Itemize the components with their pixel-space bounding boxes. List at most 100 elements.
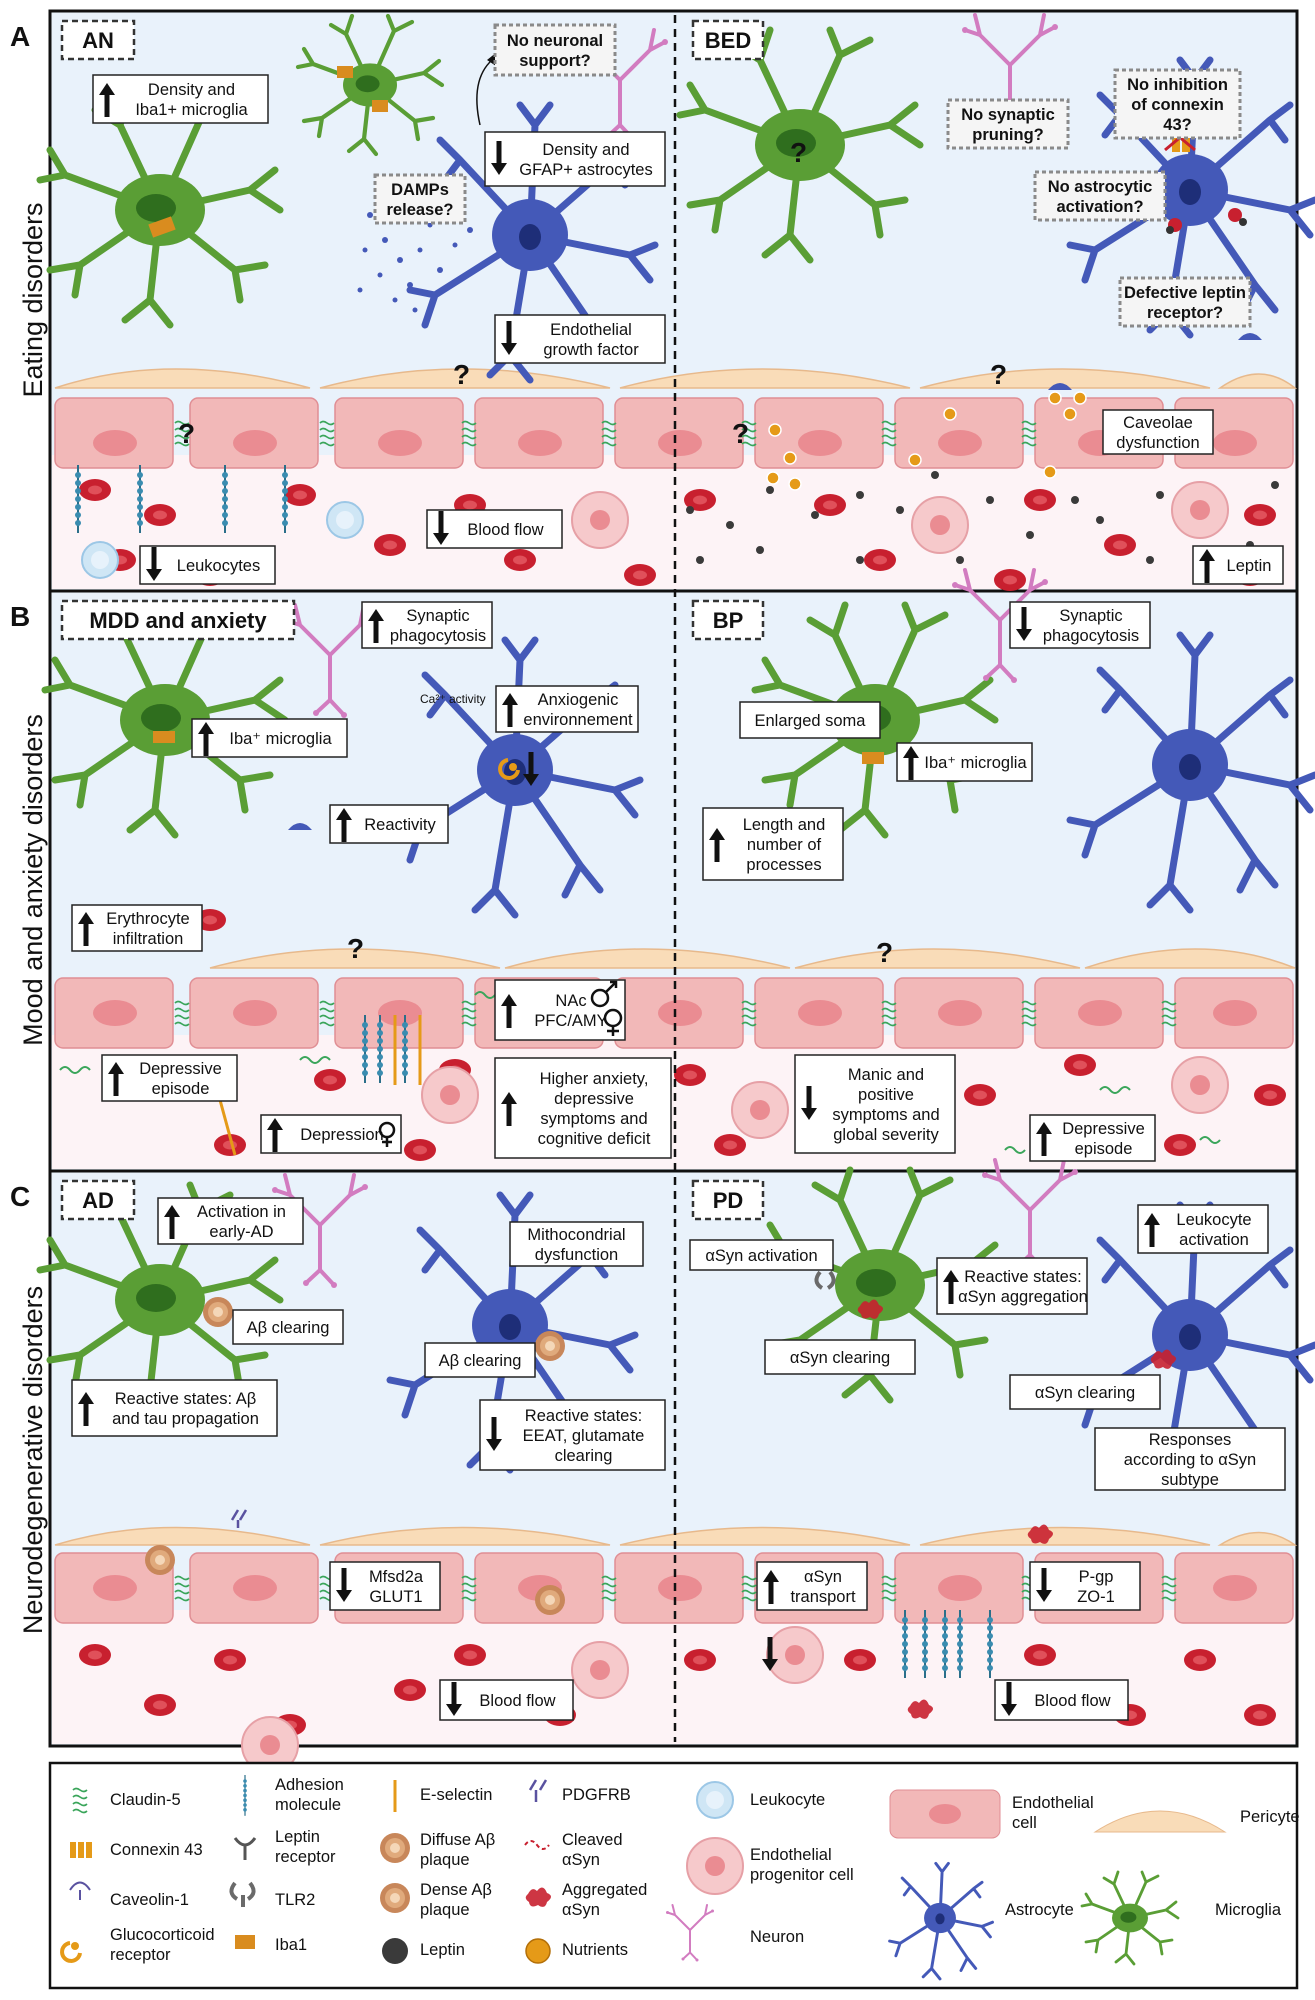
svg-text:Blood flow: Blood flow xyxy=(467,521,543,539)
svg-text:NAc: NAc xyxy=(555,992,586,1010)
svg-text:Depressive: Depressive xyxy=(1062,1120,1145,1138)
svg-text:Leptin: Leptin xyxy=(1227,557,1272,575)
unknown-markers: ? ? ? ? ? ? ? xyxy=(178,137,1007,968)
panel-side-label: Neurodegenerative disorders xyxy=(18,1286,48,1634)
claudin-5-legend-label: Claudin-5 xyxy=(110,1791,181,1809)
diffuse-abeta-plaque-legend-label: Diffuse Aβ xyxy=(420,1831,495,1849)
glucocorticoid-receptor-legend-label: receptor xyxy=(110,1946,171,1964)
svg-text:Synaptic: Synaptic xyxy=(406,607,469,625)
svg-text:number of: number of xyxy=(747,836,822,854)
pericyte-legend-label: Pericyte xyxy=(1240,1808,1300,1826)
panel-letter: B xyxy=(10,601,30,632)
svg-text:pruning?: pruning? xyxy=(972,126,1043,144)
svg-text:?: ? xyxy=(453,359,470,390)
panel-letter: C xyxy=(10,1181,30,1212)
endothelial-cell-legend-label: cell xyxy=(1012,1814,1037,1832)
label-b-synaptic-phago: Synaptic phagocytosis xyxy=(361,601,493,649)
svg-text:αSyn clearing: αSyn clearing xyxy=(1035,1384,1135,1402)
svg-text:episode: episode xyxy=(152,1080,210,1098)
svg-text:Erythrocyte: Erythrocyte xyxy=(106,910,189,928)
label-c-asyn-clearing-mg: αSyn clearing xyxy=(764,1339,916,1375)
svg-text:Blood flow: Blood flow xyxy=(479,1692,555,1710)
label-c-asyn-activation: αSyn activation xyxy=(689,1239,834,1271)
label-b-length: Length and number of processes xyxy=(702,807,844,881)
endothelial-progenitor-legend-label: progenitor cell xyxy=(750,1866,854,1884)
svg-text:Responses: Responses xyxy=(1149,1431,1232,1449)
svg-text:?: ? xyxy=(790,137,807,168)
svg-text:?: ? xyxy=(178,418,195,449)
svg-text:Defective leptin: Defective leptin xyxy=(1124,284,1246,302)
svg-text:early-AD: early-AD xyxy=(209,1223,273,1241)
svg-text:No synaptic: No synaptic xyxy=(961,106,1055,124)
svg-text:Enlarged soma: Enlarged soma xyxy=(755,712,867,730)
tlr2-legend-label: TLR2 xyxy=(275,1891,315,1909)
tlr2-icon xyxy=(814,1270,836,1290)
svg-text:?: ? xyxy=(876,937,893,968)
svg-text:activation: activation xyxy=(1179,1231,1249,1249)
svg-text:DAMPs: DAMPs xyxy=(391,181,449,199)
svg-text:Caveolae: Caveolae xyxy=(1123,414,1193,432)
astrocyte-legend-label: Astrocyte xyxy=(1005,1901,1074,1919)
pdgfrb-legend-label: PDGFRB xyxy=(562,1786,631,1804)
label-c-asyn-clearing-as: αSyn clearing xyxy=(1009,1374,1161,1410)
svg-text:Blood flow: Blood flow xyxy=(1034,1692,1110,1710)
svg-text:Length and: Length and xyxy=(743,816,826,834)
svg-text:No neuronal: No neuronal xyxy=(507,32,603,50)
leptin-receptor-legend-label: Leptin xyxy=(275,1828,320,1846)
adhesion-molecule-legend-label: molecule xyxy=(275,1796,341,1814)
label-c-pd-blood-flow: Blood flow xyxy=(994,1679,1129,1721)
svg-text:Endothelial: Endothelial xyxy=(550,321,632,339)
label-a-caveolae: Caveolae dysfunction xyxy=(1102,409,1214,455)
svg-text:symptoms and: symptoms and xyxy=(832,1106,939,1124)
svg-text:receptor?: receptor? xyxy=(1147,304,1223,322)
svg-text:dysfunction: dysfunction xyxy=(1116,434,1199,452)
svg-text:PFC/AMY: PFC/AMY xyxy=(534,1012,607,1030)
panel-side-label: Eating disorders xyxy=(18,202,48,397)
svg-text:?: ? xyxy=(732,418,749,449)
connexin-43-legend-label: Connexin 43 xyxy=(110,1841,203,1859)
svg-text:Reactive states:: Reactive states: xyxy=(964,1268,1081,1286)
panel-c xyxy=(48,1169,1299,1748)
panel-letter: A xyxy=(10,21,30,52)
svg-text:αSyn clearing: αSyn clearing xyxy=(790,1349,890,1367)
panel-title: BP xyxy=(713,608,744,633)
svg-text:GLUT1: GLUT1 xyxy=(369,1588,422,1606)
legend-icons xyxy=(60,1774,1227,1981)
svg-text:No inhibition: No inhibition xyxy=(1127,76,1228,94)
svg-text:environnement: environnement xyxy=(523,711,633,729)
aggregated-asyn-legend-label: αSyn xyxy=(562,1901,600,1919)
label-b-depression: Depression xyxy=(260,1114,402,1154)
label-c-abeta-clearing-as: Aβ clearing xyxy=(424,1342,536,1378)
iba1-legend-label: Iba1 xyxy=(275,1936,307,1954)
svg-text:dysfunction: dysfunction xyxy=(535,1246,618,1264)
label-b-bp-iba: Iba⁺ microglia xyxy=(896,742,1033,782)
svg-text:phagocytosis: phagocytosis xyxy=(390,627,486,645)
label-c-blood-flow: Blood flow xyxy=(439,1679,574,1721)
svg-text:No astrocytic: No astrocytic xyxy=(1048,178,1153,196)
svg-text:infiltration: infiltration xyxy=(113,930,184,948)
dense-abeta-plaque-legend-label: Dense Aβ xyxy=(420,1881,492,1899)
adhesion-molecule-legend-label: Adhesion xyxy=(275,1776,344,1794)
svg-text:Leukocyte: Leukocyte xyxy=(1176,1211,1251,1229)
svg-text:αSyn: αSyn xyxy=(804,1568,842,1586)
endothelial-progenitor-icon xyxy=(421,1066,479,1124)
svg-text:processes: processes xyxy=(746,856,821,874)
nutrients-legend-label: Nutrients xyxy=(562,1941,628,1959)
svg-text:Reactive states:: Reactive states: xyxy=(525,1407,642,1425)
svg-text:43?: 43? xyxy=(1163,116,1191,134)
legend-box xyxy=(48,1761,1299,1990)
dense-abeta-plaque-icon xyxy=(145,1545,175,1575)
cleaved-asyn-legend-label: Cleaved xyxy=(562,1831,623,1849)
svg-text:Aβ clearing: Aβ clearing xyxy=(439,1352,522,1370)
